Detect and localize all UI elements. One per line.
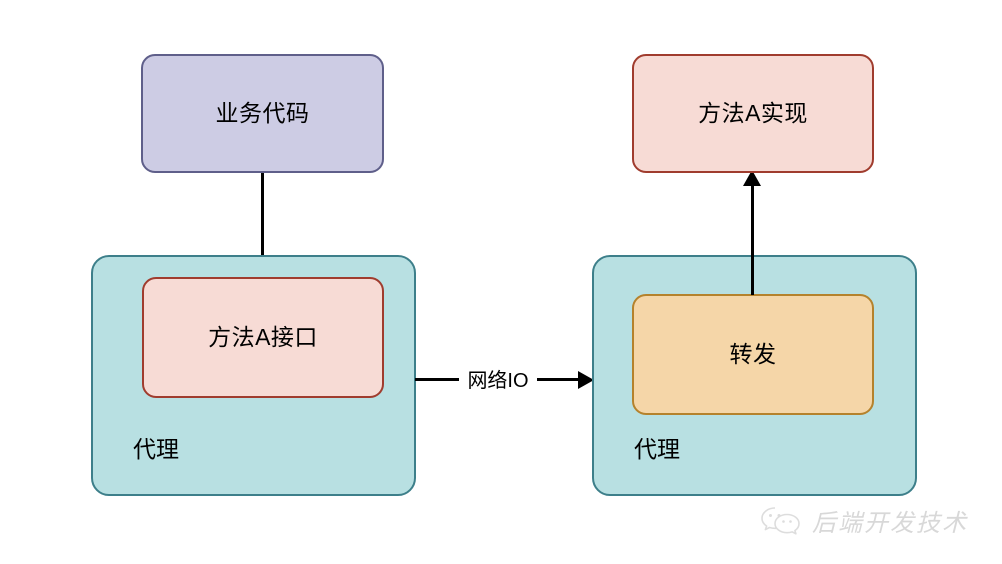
- node-business-code: 业务代码: [141, 54, 384, 173]
- edge-label-network-io: 网络IO: [467, 370, 529, 392]
- connector-network-io-line-right: [537, 378, 581, 381]
- connector-business-to-proxy: [261, 173, 264, 256]
- node-business-code-label: 业务代码: [215, 99, 310, 126]
- arrowhead-forward-to-impl-icon: [743, 170, 761, 186]
- watermark: 后端开发技术: [760, 503, 968, 538]
- watermark-text: 后端开发技术: [812, 510, 968, 537]
- connector-network-io-line-left: [415, 378, 459, 381]
- node-proxy-left-label: 代理: [133, 436, 179, 462]
- node-forward-label: 转发: [729, 340, 777, 367]
- arrowhead-network-io-icon: [578, 371, 594, 389]
- node-method-a-impl: 方法A实现: [632, 54, 874, 173]
- node-method-a-interface: 方法A接口: [142, 277, 384, 398]
- node-proxy-right-label: 代理: [634, 436, 680, 462]
- node-forward: 转发: [632, 294, 874, 415]
- connector-forward-to-impl: [751, 175, 754, 295]
- node-method-a-impl-label: 方法A实现: [698, 99, 808, 126]
- wechat-icon: [760, 505, 802, 537]
- node-method-a-interface-label: 方法A接口: [208, 323, 318, 350]
